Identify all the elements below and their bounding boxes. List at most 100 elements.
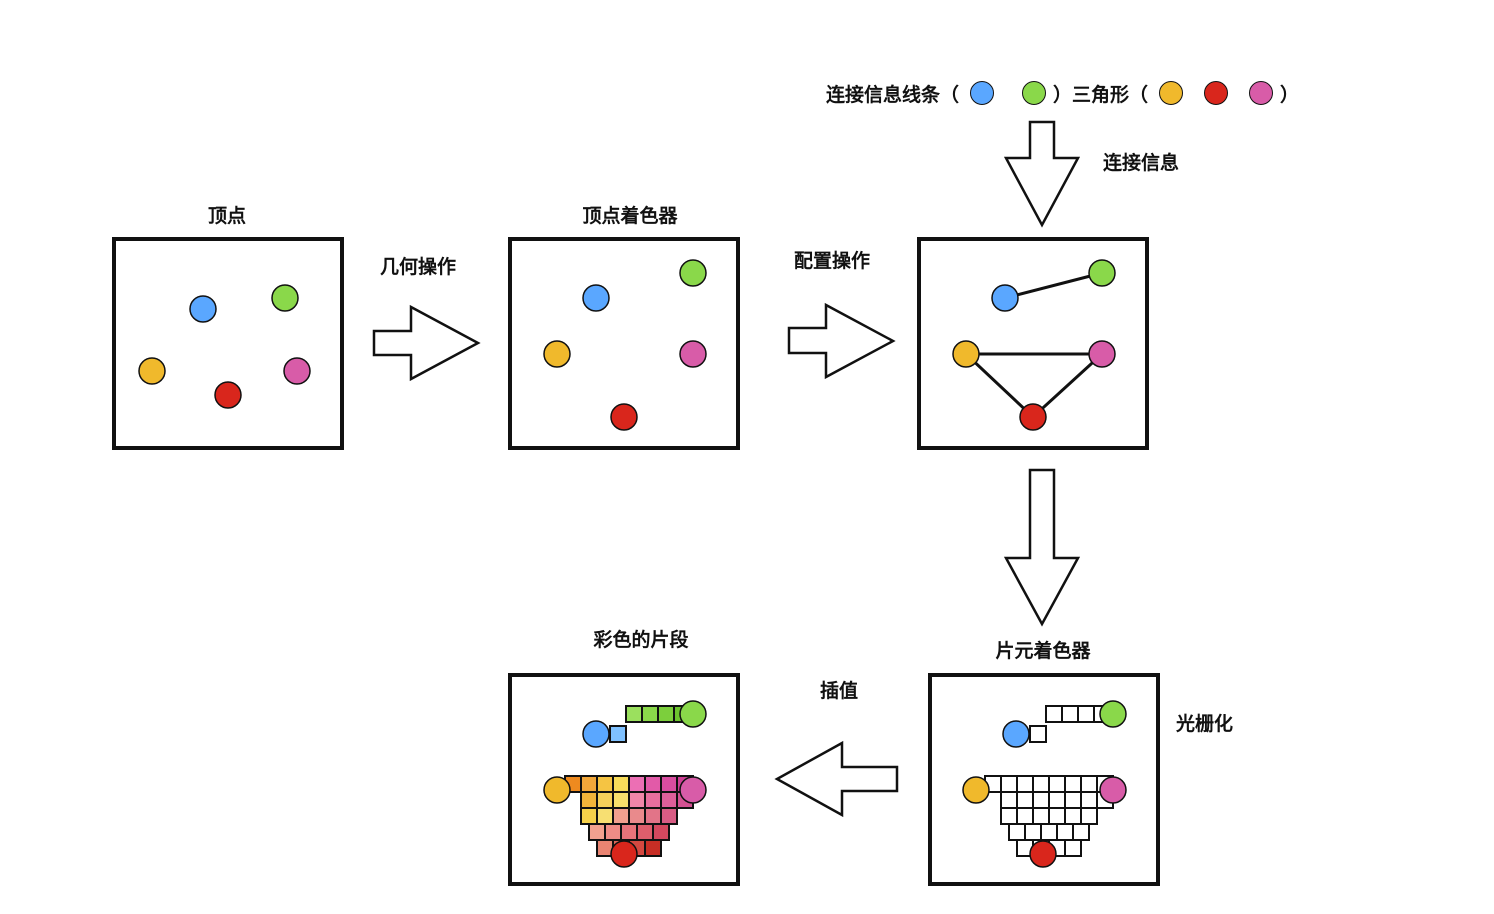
fragment-cell bbox=[1000, 775, 1018, 793]
fragment-cell bbox=[1008, 823, 1026, 841]
label-rasterize: 光栅化 bbox=[1176, 713, 1234, 735]
fragment-cell bbox=[588, 823, 606, 841]
fragment-cell bbox=[1016, 775, 1034, 793]
legend-dot-yellow bbox=[1159, 81, 1184, 105]
vertex-blue bbox=[189, 295, 217, 323]
fragment-cell bbox=[644, 775, 662, 793]
vertex-green bbox=[1088, 259, 1116, 287]
fragment-cell bbox=[596, 791, 614, 809]
label-geometry-op: 几何操作 bbox=[380, 256, 457, 278]
fragment-cell bbox=[580, 775, 598, 793]
arrow-right-config bbox=[787, 302, 896, 380]
fragment-cell bbox=[644, 807, 662, 825]
fragment-cell bbox=[628, 807, 646, 825]
fragment-cell bbox=[660, 775, 678, 793]
fragment-cell bbox=[628, 791, 646, 809]
fragment-cell bbox=[1048, 775, 1066, 793]
fragment-cell bbox=[641, 705, 659, 723]
panel-vertices bbox=[112, 237, 344, 450]
fragment-cell bbox=[604, 823, 622, 841]
fragment-cell bbox=[628, 775, 646, 793]
vertex-green bbox=[679, 259, 707, 287]
triangle-edges bbox=[962, 352, 1106, 420]
legend-dot-red bbox=[1204, 81, 1229, 105]
vertex-red bbox=[1029, 840, 1057, 868]
vertex-blue bbox=[582, 284, 610, 312]
fragment-cell bbox=[1072, 823, 1090, 841]
fragment-cell bbox=[652, 823, 670, 841]
fragment-cell bbox=[1064, 807, 1082, 825]
vertex-red bbox=[610, 840, 638, 868]
label-vertices: 顶点 bbox=[207, 205, 247, 227]
fragment-cell bbox=[1048, 791, 1066, 809]
legend-triangle-text: 三角形（ bbox=[1072, 83, 1149, 106]
legend-dot-pink bbox=[1249, 81, 1274, 105]
vertex-yellow bbox=[962, 776, 990, 804]
legend-line-close: ） bbox=[1053, 83, 1073, 106]
fragment-cell bbox=[1080, 807, 1098, 825]
vertex-pink bbox=[679, 776, 707, 804]
fragment-cell bbox=[1080, 791, 1098, 809]
label-colored-fragments: 彩色的片段 bbox=[593, 629, 689, 651]
fragment-cell bbox=[644, 791, 662, 809]
vertex-red bbox=[214, 381, 242, 409]
panel-vertex-shader bbox=[508, 237, 740, 450]
fragment-cell bbox=[660, 791, 678, 809]
fragment-cell bbox=[1048, 807, 1066, 825]
vertex-green bbox=[1099, 700, 1127, 728]
fragment-cell bbox=[660, 807, 678, 825]
arrow-left-interpolate bbox=[774, 740, 899, 818]
label-fragment-shader: 片元着色器 bbox=[995, 640, 1091, 662]
fragment-cell bbox=[580, 791, 598, 809]
legend-dot-blue bbox=[970, 81, 995, 105]
vertex-pink bbox=[1099, 776, 1127, 804]
fragment-cell bbox=[1016, 791, 1034, 809]
fragment-cell bbox=[636, 823, 654, 841]
fragment-cell bbox=[1032, 775, 1050, 793]
arrow-right-geometry bbox=[372, 304, 481, 382]
vertex-yellow bbox=[543, 776, 571, 804]
vertex-blue bbox=[582, 720, 610, 748]
fragment-cell bbox=[1045, 705, 1063, 723]
fragment-cell bbox=[609, 725, 627, 743]
vertex-pink bbox=[283, 357, 311, 385]
arrow-down-connect bbox=[1003, 120, 1081, 228]
fragment-cell bbox=[1064, 839, 1082, 857]
fragment-cell bbox=[1040, 823, 1058, 841]
fragment-cell bbox=[612, 807, 630, 825]
fragment-cell bbox=[1061, 705, 1079, 723]
panel-colored-fragments bbox=[508, 673, 740, 886]
label-config-op: 配置操作 bbox=[794, 250, 871, 272]
fragment-cell bbox=[1064, 791, 1082, 809]
edge-line bbox=[1004, 271, 1103, 300]
arrow-down-rasterize bbox=[1003, 468, 1081, 627]
panel-primitive-assembly bbox=[917, 237, 1149, 450]
fragment-cell bbox=[1077, 705, 1095, 723]
fragment-cell bbox=[1000, 791, 1018, 809]
fragment-cell bbox=[596, 775, 614, 793]
vertex-blue bbox=[1002, 720, 1030, 748]
fragment-cell bbox=[612, 775, 630, 793]
legend: 连接信息线条（ ） 三角形（ ） bbox=[826, 80, 1299, 106]
fragment-cell bbox=[1016, 807, 1034, 825]
vertex-green bbox=[679, 700, 707, 728]
fragment-cell bbox=[625, 705, 643, 723]
vertex-blue bbox=[991, 284, 1019, 312]
vertex-yellow bbox=[952, 340, 980, 368]
fragment-cell bbox=[1064, 775, 1082, 793]
fragment-cell bbox=[657, 705, 675, 723]
panel-rasterization bbox=[928, 673, 1160, 886]
label-vertex-shader: 顶点着色器 bbox=[582, 205, 678, 227]
vertex-red bbox=[610, 403, 638, 431]
fragment-cell bbox=[1029, 725, 1047, 743]
fragment-cell bbox=[1000, 807, 1018, 825]
legend-dot-green bbox=[1022, 81, 1047, 105]
fragment-cell bbox=[580, 807, 598, 825]
label-connect-info: 连接信息 bbox=[1103, 152, 1180, 174]
vertex-pink bbox=[1088, 340, 1116, 368]
fragment-cell bbox=[644, 839, 662, 857]
vertex-pink bbox=[679, 340, 707, 368]
vertex-yellow bbox=[138, 357, 166, 385]
fragment-cell bbox=[612, 791, 630, 809]
